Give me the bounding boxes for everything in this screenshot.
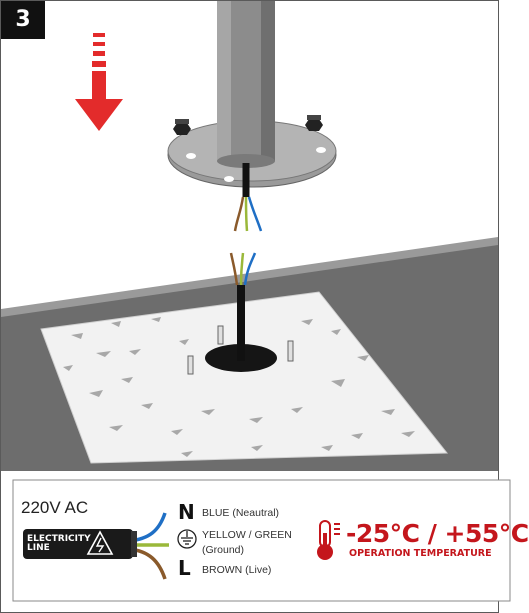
base-plate bbox=[40, 291, 449, 464]
nut-icon bbox=[173, 119, 191, 135]
ground-cable bbox=[229, 252, 257, 361]
neutral-wire-label: BLUE (Neautral) bbox=[202, 507, 280, 519]
ground-wire-sublabel: (Ground) bbox=[202, 544, 245, 556]
installation-scene bbox=[1, 1, 511, 602]
thermometer-icon bbox=[317, 520, 340, 560]
temperature-caption: OPERATION TEMPERATURE bbox=[349, 548, 492, 559]
plate-texture bbox=[63, 317, 415, 457]
pole-cable bbox=[233, 163, 263, 232]
cable-label-line1: ELECTRICITY bbox=[27, 534, 91, 544]
pole-highlight bbox=[217, 1, 231, 161]
floor-edge bbox=[1, 237, 498, 317]
high-voltage-icon bbox=[86, 530, 114, 555]
down-arrow-icon bbox=[75, 33, 123, 131]
cable-label-line2: LINE bbox=[27, 543, 50, 553]
voltage-label: 220V AC bbox=[21, 498, 89, 517]
live-letter: L bbox=[178, 556, 191, 580]
flange-hole bbox=[316, 147, 326, 153]
anchor-studs bbox=[187, 325, 294, 375]
live-wire-label: BROWN (Live) bbox=[202, 564, 272, 576]
step-number-badge: 3 bbox=[1, 1, 45, 39]
flange-hole bbox=[224, 176, 234, 182]
electricity-line-label: ELECTRICITY LINE bbox=[27, 535, 97, 553]
legend-cable bbox=[23, 512, 169, 580]
pole-base bbox=[217, 154, 275, 168]
neutral-letter: N bbox=[178, 500, 195, 524]
temperature-range: -25°C / +55°C bbox=[346, 519, 529, 548]
ground-icon bbox=[177, 529, 197, 549]
flange-hole bbox=[186, 153, 196, 159]
ground-wire-label: YELLOW / GREEN bbox=[202, 529, 292, 541]
pole-shade bbox=[261, 1, 275, 161]
nut-icon bbox=[305, 115, 323, 131]
